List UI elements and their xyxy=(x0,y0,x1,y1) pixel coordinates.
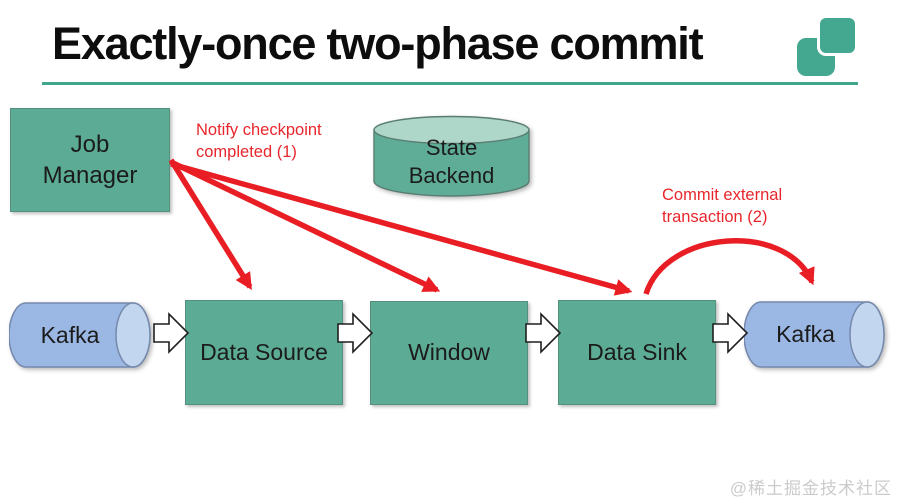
cylinder-shape xyxy=(373,115,530,197)
node-data-source: Data Source xyxy=(185,300,343,405)
red-arrow-to-data-source xyxy=(168,158,253,291)
title-underline xyxy=(42,82,858,85)
node-job-manager: Job Manager xyxy=(10,108,170,212)
node-state-backend: State Backend xyxy=(373,115,530,198)
node-label: Window xyxy=(408,339,490,366)
node-label: Job Manager xyxy=(42,130,138,189)
logo-square-front-icon xyxy=(817,15,858,56)
flow-arrow-source-to-window xyxy=(337,312,374,354)
cylinder-shape xyxy=(9,302,151,368)
flow-arrow-window-to-sink xyxy=(525,312,562,354)
overlapping-squares-logo-icon xyxy=(790,10,862,80)
node-kafka-sink: Kafka xyxy=(744,301,885,368)
page-title: Exactly-once two-phase commit xyxy=(52,18,704,69)
cylinder-shape xyxy=(744,301,885,368)
red-arc-commit-transaction xyxy=(643,238,815,295)
flow-arrow-sink-to-kafka xyxy=(712,312,749,354)
node-label: Data Sink xyxy=(587,338,687,365)
node-data-sink: Data Sink xyxy=(558,300,716,405)
flow-arrow-kafka-to-source xyxy=(153,312,190,354)
node-window: Window xyxy=(370,301,528,405)
annotation-commit-transaction: Commit external transaction (2) xyxy=(662,186,783,227)
watermark: @稀土掘金技术社区 xyxy=(729,479,892,498)
annotation-notify-checkpoint: Notify checkpoint completed (1) xyxy=(196,121,322,162)
node-kafka-source: Kafka xyxy=(9,302,151,368)
node-label: Data Source xyxy=(200,338,328,365)
